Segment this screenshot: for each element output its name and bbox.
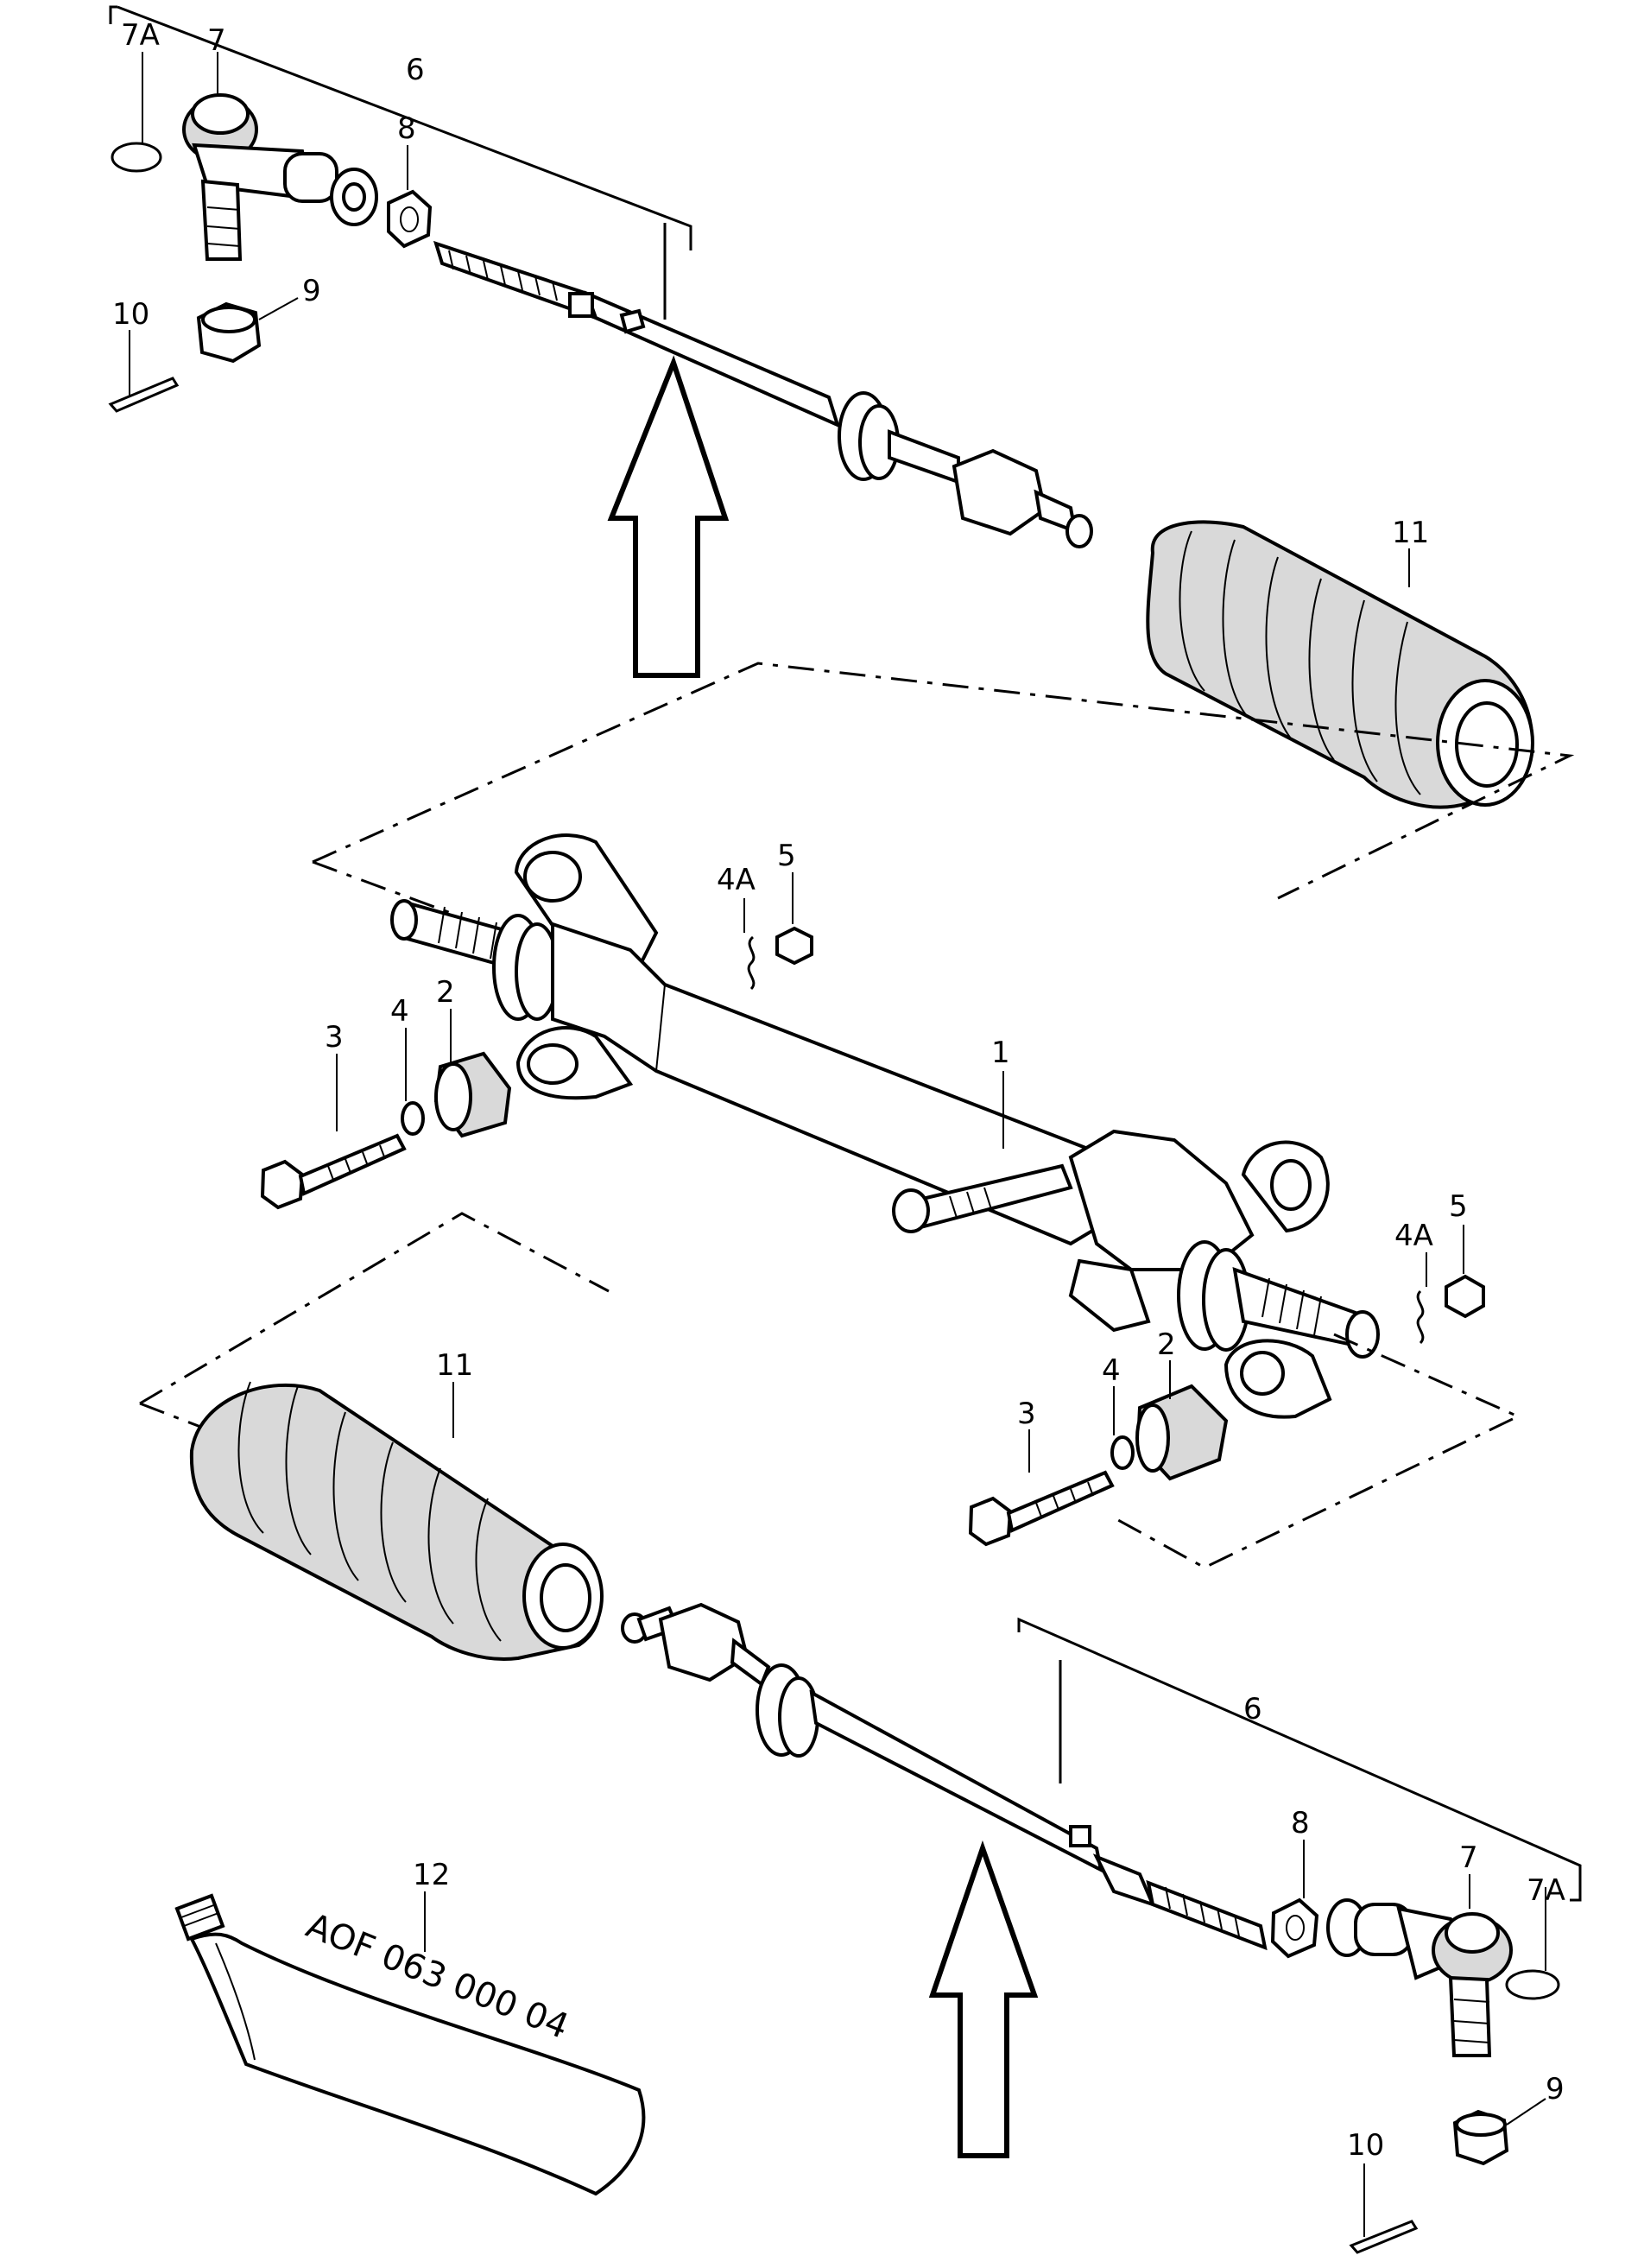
nut-5-bottom [1445,1274,1485,1319]
bolt-3-top [260,1133,407,1210]
bracket-6-top [109,5,692,250]
callout-7-top: 7 [207,23,226,58]
callout-9-bottom: 9 [1546,2072,1565,2106]
clip-4a-top [747,935,756,991]
cotter-pin-10-bottom [1349,2220,1419,2254]
circlip-7a-bottom [1505,1969,1560,2000]
bellows-boot-11-bottom [189,1381,604,1661]
callout-11-top: 11 [1392,516,1429,550]
top-tie-rod-assembly [108,5,1093,548]
steering-rack-housing-1 [390,833,1380,1419]
callout-6-bottom: 6 [1243,1692,1262,1726]
callout-7a-bottom: 7A [1527,1873,1565,1908]
callout-3-top: 3 [325,1020,344,1055]
grease-tube-12: AOF 063 000 04 [174,1893,646,2196]
boundary-bottom-left-tail [139,1402,208,1431]
cotter-pin-10-top [108,377,180,413]
callout-8-top: 8 [397,111,416,146]
callout-10-top: 10 [112,297,149,332]
callout-11-bottom: 11 [436,1348,473,1383]
nut-8-bottom [1270,1897,1319,1959]
nut-8-top [387,189,433,249]
callout-6-top: 6 [406,53,425,87]
callout-9-top: 9 [302,274,321,308]
callout-4-top: 4 [390,994,409,1029]
boundary-bottom-left [139,1212,610,1405]
castle-nut-9-bottom [1452,2109,1509,2166]
clip-4a-bottom [1416,1289,1425,1345]
nut-5-top [775,926,813,966]
assembly-arrow-bottom [928,1840,1039,2158]
callout-2-bottom: 2 [1157,1327,1176,1362]
callout-5-top: 5 [777,839,796,873]
callout-1: 1 [991,1036,1010,1070]
washer-4-top [401,1101,425,1136]
leader-9-bottom [1506,2098,1546,2125]
tie-rod-end-7-bottom [1326,1898,1513,2057]
tie-rod-end-7-top [182,93,378,261]
callout-2-top: 2 [436,975,455,1010]
tie-rod-top [433,240,1093,548]
callout-4a-bottom: 4A [1394,1219,1433,1253]
boundary-top [312,662,1575,900]
bottom-tie-rod-assembly [621,1602,1582,2254]
callout-10-bottom: 10 [1347,2128,1384,2163]
callout-5-bottom: 5 [1449,1189,1468,1224]
castle-nut-9-top [196,301,262,364]
boundary-bottom-right [1117,1333,1521,1569]
bushing-2-top [433,1051,512,1138]
callout-4a-top: 4A [717,863,756,897]
boundary-top-left [312,860,458,917]
callout-7a-top: 7A [121,18,160,53]
callout-12: 12 [413,1858,450,1892]
washer-4-bottom [1110,1435,1135,1470]
bracket-6-bottom [1017,1617,1582,1902]
callout-3-bottom: 3 [1017,1397,1036,1431]
callout-4-bottom: 4 [1102,1353,1121,1388]
circlip-7a-top [111,142,162,173]
assembly-arrow-top [607,355,730,678]
bellows-boot-11-top [1146,520,1534,809]
leader-9-top [258,297,299,320]
callout-7-bottom: 7 [1459,1840,1478,1875]
callout-8-bottom: 8 [1291,1806,1310,1840]
bolt-3-bottom [968,1470,1115,1547]
bushing-2-bottom [1135,1384,1229,1481]
